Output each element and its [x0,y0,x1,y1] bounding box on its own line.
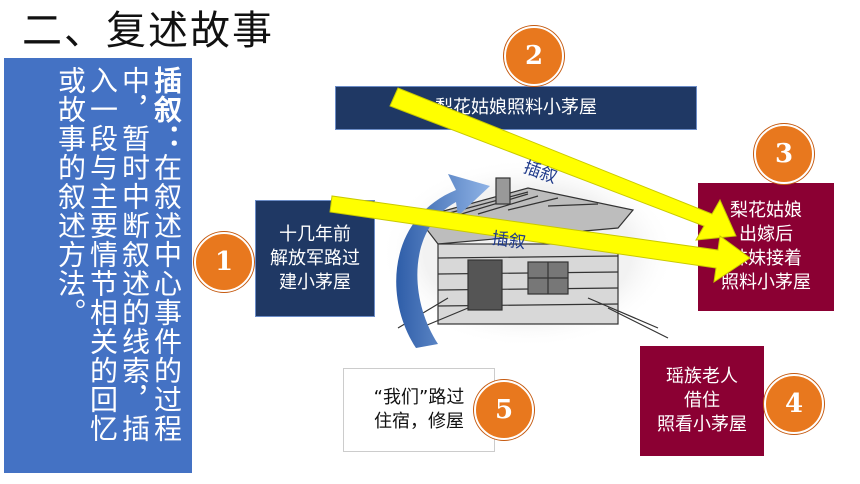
box-step-3-line: 梨花姑娘 [730,200,802,221]
step-number-1: 1 [194,232,254,292]
box-step-1-line: 解放军路过 [270,247,360,269]
step-number-4: 4 [764,374,824,434]
box-step-1-line: 十几年前 [279,223,351,245]
box-step-4-line: 瑶族老人 [666,366,738,387]
step-number-5: 5 [474,380,534,440]
box-step-4-line: 借住 [684,390,720,411]
box-step-4: 瑶族老人 借住 照看小茅屋 [640,346,764,456]
flashback-arrow-1 [389,87,737,241]
box-step-2-text: 梨花姑娘照料小茅屋 [435,97,597,118]
step-number-3: 3 [754,124,814,184]
box-step-3-line: 出嫁后 [739,224,793,245]
definition-body: 在叙述中心事件的过程中，暂时中断叙述的线索，插入一段与主要情节相关的回忆或故事的… [54,66,183,443]
box-step-4-line: 照看小茅屋 [657,414,747,435]
page-title: 二、复述故事 [22,8,274,54]
box-step-1: 十几年前 解放军路过 建小茅屋 [255,200,375,317]
definition-text: 插叙：在叙述中心事件的过程中，暂时中断叙述的线索，插入一段与主要情节相关的回忆或… [54,66,183,466]
box-step-5-line: “我们”路过 [373,387,465,408]
box-step-5: “我们”路过 住宿，修屋 [343,368,495,452]
flashback-arrow-2 [329,195,751,284]
definition-panel: 插叙：在叙述中心事件的过程中，暂时中断叙述的线索，插入一段与主要情节相关的回忆或… [4,58,192,473]
box-step-5-line: 住宿，修屋 [374,411,464,432]
step-number-2: 2 [504,26,564,86]
flashback-label-2: 插叙 [490,228,527,254]
definition-term: 插叙： [150,66,183,153]
box-step-1-line: 建小茅屋 [279,271,351,293]
box-step-3-line: 妹妹接着 [730,248,802,269]
box-step-3-line: 照料小茅屋 [721,272,811,293]
